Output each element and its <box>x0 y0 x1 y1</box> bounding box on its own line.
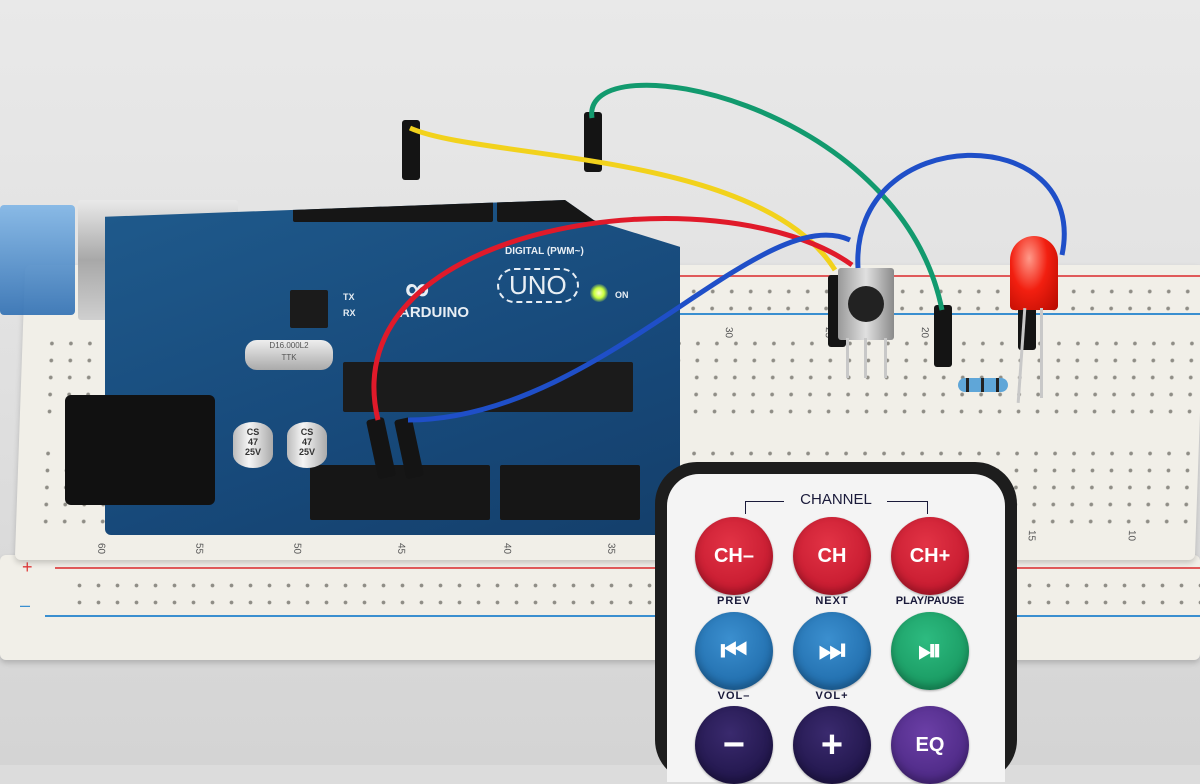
ir-leg <box>864 338 867 378</box>
breadboard-power-rail: + – <box>0 555 1200 660</box>
column-number: 15 <box>1025 529 1037 542</box>
ir-leg <box>846 338 849 378</box>
tx-label: TX <box>343 292 355 302</box>
prev-icon[interactable]: ⏮ <box>695 612 773 690</box>
cap-text: 47 <box>301 437 312 447</box>
ir-sensor-eye <box>848 286 884 322</box>
cap-text: 25V <box>244 447 261 457</box>
ch-plus-button[interactable]: CH+ <box>891 517 969 595</box>
crystal-sub-label: TTK <box>281 353 297 362</box>
column-number: 20 <box>918 326 931 339</box>
minus-sign: – <box>20 595 31 615</box>
cap-text: CS <box>300 427 314 437</box>
crystal-oscillator: D16.000L2 TTK <box>245 340 333 370</box>
column-number: 45 <box>395 542 407 555</box>
ir-leg <box>884 338 887 378</box>
negative-rail-line <box>45 615 1200 617</box>
jumper-pin-green <box>584 112 602 172</box>
ir-remote-control: CHANNEL CH– CH CH+ PREV NEXT PLAY/PAUSE … <box>655 462 1017 784</box>
play-pause-icon[interactable]: ⏯ <box>891 612 969 690</box>
on-label: ON <box>615 290 629 300</box>
ch-button[interactable]: CH <box>793 517 871 595</box>
column-number: 10 <box>1125 529 1137 542</box>
dc-power-jack <box>65 395 215 505</box>
jumper-pin-green-bb <box>934 305 952 367</box>
rail-holes <box>70 577 1200 611</box>
cap-text: 25V <box>298 447 315 457</box>
column-number: 40 <box>501 542 513 555</box>
cap-text: CS <box>246 427 260 437</box>
analog-header <box>500 465 640 520</box>
power-led-on <box>590 284 608 302</box>
ir-receiver-module <box>838 268 894 340</box>
next-label: NEXT <box>815 595 849 607</box>
led-leg <box>1040 308 1043 398</box>
column-number: 35 <box>605 542 617 555</box>
plus-icon[interactable]: + <box>793 706 871 784</box>
column-number: 50 <box>291 542 303 555</box>
play-pause-label: PLAY/PAUSE <box>895 595 965 607</box>
vol-plus-label: VOL+ <box>815 690 849 702</box>
minus-icon[interactable]: − <box>695 706 773 784</box>
channel-bracket-left <box>745 501 784 514</box>
channel-bracket-right <box>887 501 928 514</box>
prev-label: PREV <box>717 595 751 607</box>
crystal-label: D16.000L2 <box>269 341 309 350</box>
jumper-pin-yellow <box>402 120 420 180</box>
red-led <box>1010 236 1058 310</box>
digital-label: DIGITAL (PWM~) <box>505 246 584 257</box>
uno-model-label: UNO <box>497 268 579 303</box>
usb-controller-chip <box>290 290 328 328</box>
digital-header-right <box>497 200 657 222</box>
channel-label: CHANNEL <box>800 491 872 508</box>
remote-face: CHANNEL CH– CH CH+ PREV NEXT PLAY/PAUSE … <box>667 474 1005 784</box>
next-icon[interactable]: ⏭ <box>793 612 871 690</box>
resistor <box>958 378 1008 392</box>
ch-minus-button[interactable]: CH– <box>695 517 773 595</box>
eq-button[interactable]: EQ <box>891 706 969 784</box>
usb-cable <box>0 205 75 315</box>
column-number: 55 <box>193 542 205 555</box>
digital-header-left <box>293 200 493 222</box>
top-positive-rail <box>674 275 1200 277</box>
rx-label: RX <box>343 308 356 318</box>
cap-text: 47 <box>247 437 258 447</box>
power-header <box>310 465 490 520</box>
vol-minus-label: VOL– <box>717 690 751 702</box>
column-number: 60 <box>95 542 107 555</box>
positive-rail-line <box>55 567 1200 569</box>
column-number: 30 <box>722 326 735 339</box>
arduino-brand: ARDUINO <box>399 304 469 321</box>
atmega-microcontroller <box>343 362 633 412</box>
plus-sign: + <box>22 557 33 577</box>
